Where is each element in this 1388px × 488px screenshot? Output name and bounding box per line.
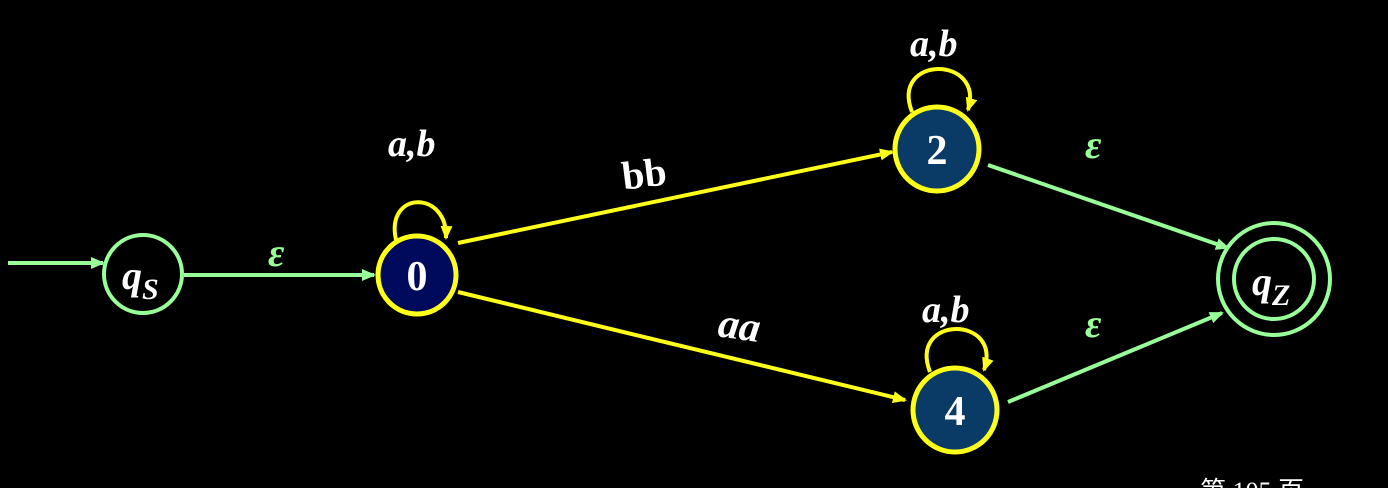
- svg-text:0: 0: [407, 254, 428, 300]
- loop-state-0: [392, 200, 453, 241]
- loop-label-4: a,b: [922, 289, 970, 331]
- loop-label-2: a,b: [910, 23, 958, 65]
- svg-text:qS: qS: [122, 253, 159, 306]
- state-qz: qZ: [1216, 221, 1332, 337]
- state-2: 2: [892, 104, 982, 194]
- edge-label-0-to-4: aa: [715, 300, 763, 351]
- edge-label-qs-to-0: ε: [268, 230, 285, 275]
- edge-label-4-to-qz: ε: [1085, 301, 1102, 346]
- loop-state-4: [924, 327, 994, 373]
- edge-0-to-4: [457, 290, 907, 404]
- state-qz-main: q: [1252, 259, 1272, 304]
- edge-4-to-qz: [1007, 311, 1224, 404]
- state-qs: qS: [102, 233, 184, 315]
- state-4: 4: [910, 365, 1000, 455]
- page-number: 第 105 页: [1200, 477, 1304, 488]
- state-qs-sub: S: [142, 273, 159, 306]
- loop-state-2: [906, 67, 978, 113]
- state-0: 0: [375, 233, 459, 317]
- loop-label-0: a,b: [388, 123, 436, 165]
- state-qs-main: q: [122, 253, 142, 298]
- svg-text:qZ: qZ: [1252, 259, 1290, 312]
- svg-text:4: 4: [945, 389, 966, 435]
- edge-2-to-qz: [987, 163, 1230, 250]
- edge-label-2-to-qz: ε: [1085, 122, 1102, 167]
- edge-label-0-to-2: bb: [619, 149, 669, 199]
- svg-text:2: 2: [927, 128, 948, 174]
- edge-0-to-2: [457, 148, 894, 245]
- state-qz-sub: Z: [1271, 279, 1290, 312]
